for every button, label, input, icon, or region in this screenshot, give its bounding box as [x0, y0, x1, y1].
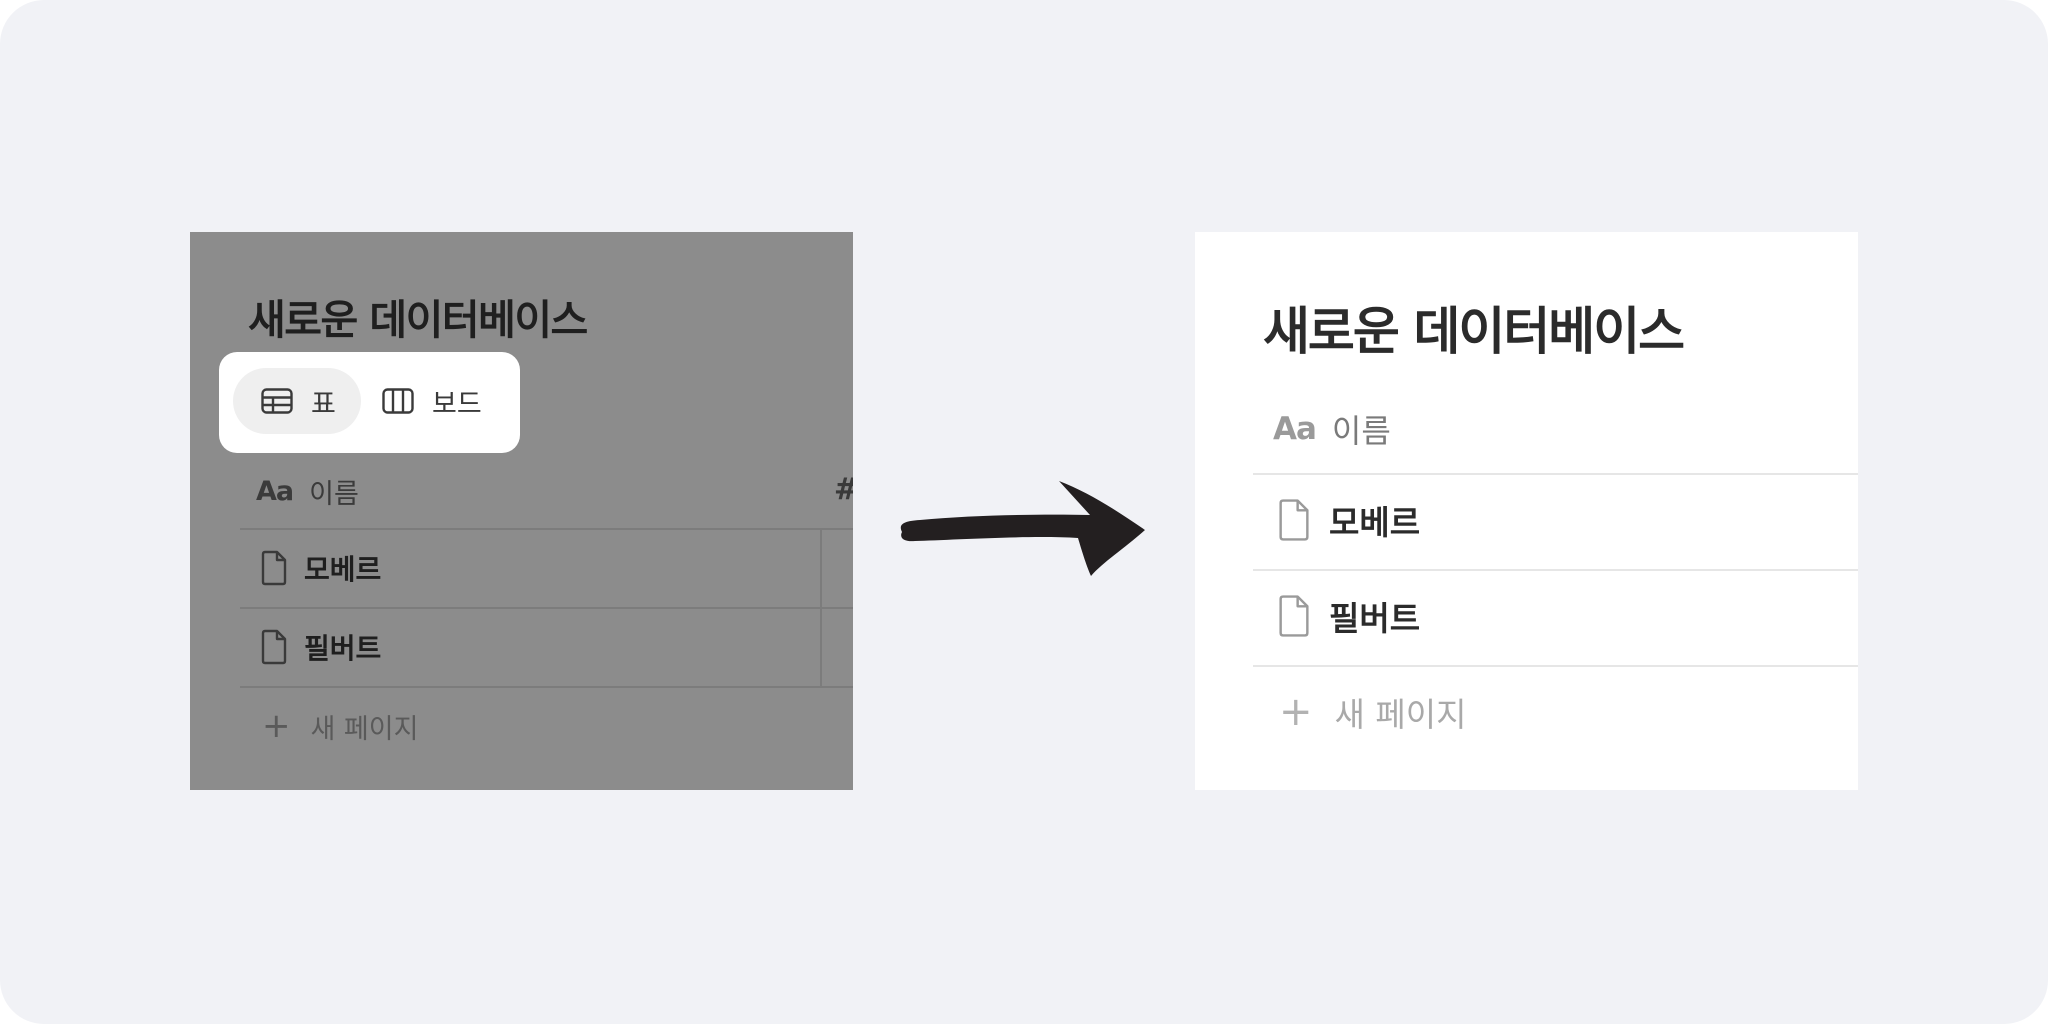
column-header-name[interactable]: Aa 이름	[1273, 406, 1391, 452]
divider	[240, 607, 853, 609]
divider	[240, 686, 853, 688]
row-title: 모베르	[304, 553, 382, 586]
table-icon	[261, 388, 293, 414]
board-icon	[382, 388, 414, 414]
text-property-icon: Aa	[1273, 411, 1317, 447]
plus-icon: +	[1279, 689, 1313, 735]
new-page-label: 새 페이지	[1334, 695, 1467, 734]
divider	[1253, 569, 1858, 571]
divider	[240, 528, 853, 530]
page-icon	[1279, 499, 1309, 541]
table-row[interactable]: 모베르	[260, 548, 381, 588]
view-option-board[interactable]: 보드	[369, 368, 509, 434]
view-option-table-label: 표	[311, 388, 336, 420]
new-page-button[interactable]: + 새 페이지	[1279, 688, 1466, 736]
row-title: 모베르	[1329, 503, 1421, 542]
view-switcher: 표 보드	[219, 352, 520, 453]
plus-icon: +	[262, 706, 291, 746]
view-option-board-label: 보드	[432, 388, 482, 420]
row-title: 필버트	[304, 632, 382, 665]
database-title: 새로운 데이터베이스	[1263, 303, 1685, 362]
column-header-name[interactable]: Aa 이름	[256, 472, 359, 511]
number-property-icon[interactable]: #	[834, 472, 853, 507]
table-row[interactable]: 필버트	[260, 627, 381, 667]
before-database-panel: 새로운 데이터베이스 표 보드 Aa	[190, 232, 853, 790]
after-database-panel: 새로운 데이터베이스 Aa 이름 모베르 필버트 + 새 페이지	[1195, 232, 1858, 790]
row-title: 필버트	[1329, 599, 1421, 638]
divider	[1253, 665, 1858, 667]
database-title: 새로운 데이터베이스	[248, 296, 588, 344]
new-page-button[interactable]: + 새 페이지	[262, 706, 418, 746]
table-row[interactable]: 모베르	[1277, 496, 1420, 544]
divider	[1253, 473, 1858, 475]
view-option-table[interactable]: 표	[233, 368, 361, 434]
page-icon	[261, 550, 287, 586]
table-row[interactable]: 필버트	[1277, 592, 1420, 640]
column-header-label: 이름	[1331, 412, 1391, 450]
transition-arrow-icon	[900, 481, 1145, 576]
text-property-icon: Aa	[256, 476, 294, 507]
column-header-label: 이름	[309, 479, 359, 510]
new-page-label: 새 페이지	[310, 713, 419, 745]
page-icon	[261, 629, 287, 665]
page-icon	[1279, 595, 1309, 637]
